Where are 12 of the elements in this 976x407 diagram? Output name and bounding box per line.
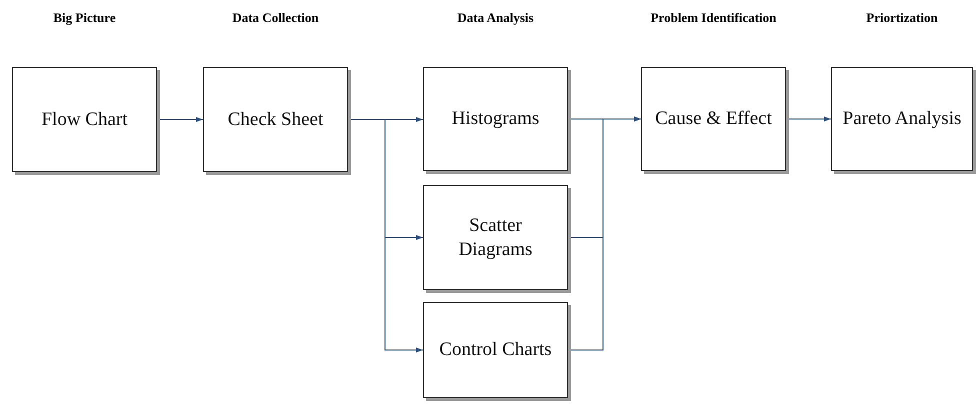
stage-heading: Data Analysis bbox=[456, 10, 535, 25]
stage-heading: Priortization bbox=[865, 10, 939, 25]
box-label: Control Charts bbox=[438, 338, 553, 362]
box-label: Pareto Analysis bbox=[842, 107, 962, 131]
stage-heading: Problem Identification bbox=[650, 10, 778, 25]
box-label: Flow Chart bbox=[40, 108, 129, 132]
box-label: Scatter Diagrams bbox=[458, 214, 534, 262]
stage-heading: Data Collection bbox=[231, 10, 320, 25]
box-label: Histograms bbox=[450, 107, 540, 131]
box-label: Cause & Effect bbox=[654, 107, 773, 131]
stage-heading: Big Picture bbox=[52, 10, 117, 25]
box-label: Check Sheet bbox=[226, 108, 324, 132]
